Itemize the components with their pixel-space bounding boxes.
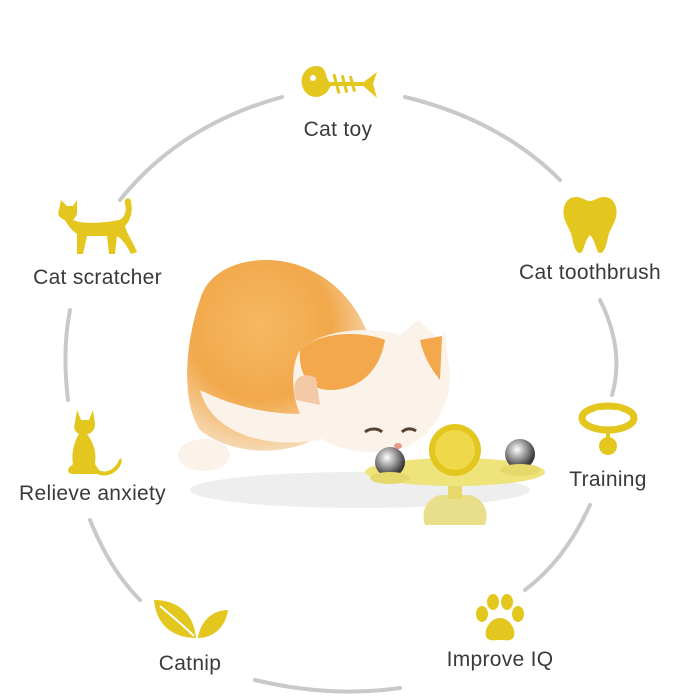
feature-label: Cat toy xyxy=(303,118,373,141)
feature-label: Cat scratcher xyxy=(33,266,162,289)
kitten-paw xyxy=(178,439,230,471)
ring-arc xyxy=(118,95,284,202)
feature-label: Improve IQ xyxy=(446,648,554,671)
feature-catnip: Catnip xyxy=(130,596,250,676)
paw-icon xyxy=(476,594,524,641)
ring-arc xyxy=(403,95,562,182)
ring-arc xyxy=(63,308,72,402)
feature-label: Training xyxy=(569,468,647,491)
windmill-toy xyxy=(365,424,545,525)
feature-cat-toy: Cat toy xyxy=(278,58,398,142)
ring-arc xyxy=(598,298,619,397)
sitting-cat-icon xyxy=(67,410,122,476)
feature-relieve-anxiety: Relieve anxiety xyxy=(0,408,185,506)
feature-cat-toothbrush: Cat toothbrush xyxy=(500,195,679,285)
ring-arc xyxy=(523,503,592,592)
ring-arc xyxy=(88,518,142,602)
fish-bone-icon xyxy=(301,66,377,98)
feature-label: Relieve anxiety xyxy=(19,482,166,505)
kitten-with-windmill-toy xyxy=(178,260,545,525)
feature-cat-scratcher: Cat scratcher xyxy=(15,196,180,290)
feature-label: Catnip xyxy=(158,652,222,675)
walking-cat-icon xyxy=(57,198,137,254)
feature-improve-iq: Improve IQ xyxy=(425,592,575,672)
feature-label: Cat toothbrush xyxy=(519,261,661,284)
feature-training: Training xyxy=(548,400,668,492)
tooth-icon xyxy=(563,197,617,253)
ring-arc xyxy=(253,678,402,694)
collar-icon xyxy=(578,402,638,455)
leaf-icon xyxy=(154,600,228,638)
